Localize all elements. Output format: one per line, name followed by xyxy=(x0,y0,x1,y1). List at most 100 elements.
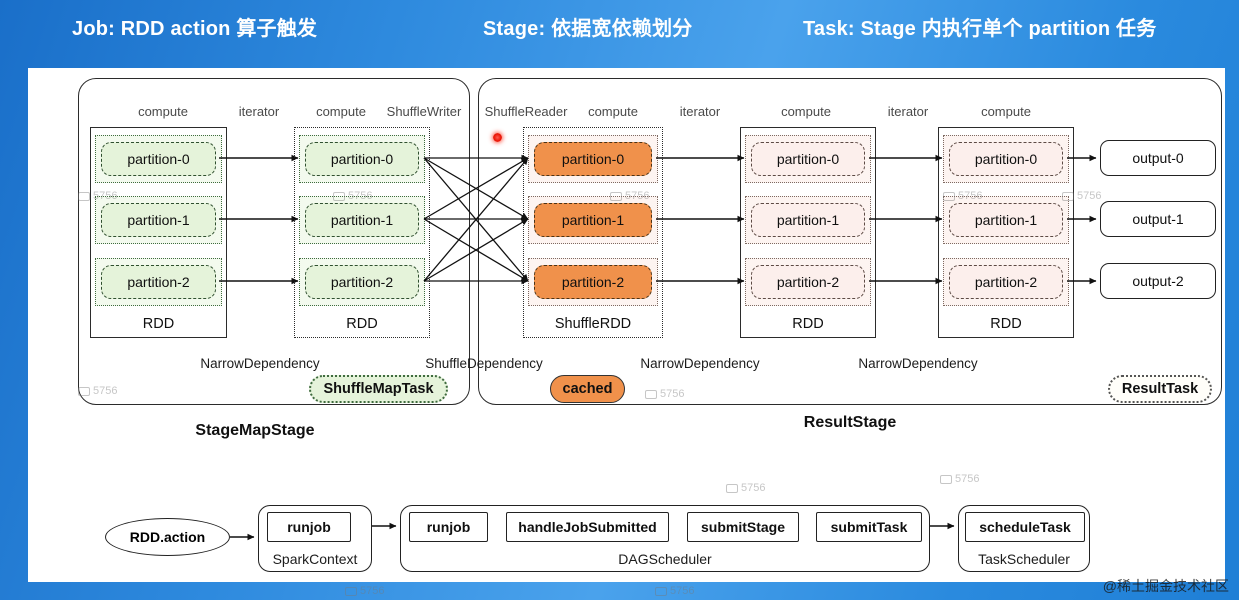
col-label-shufflewriter: ShuffleWriter xyxy=(386,104,462,119)
result-stage-label: ResultStage xyxy=(803,414,897,431)
col-label-compute-3: compute xyxy=(588,104,638,119)
col-label-iterator-3: iterator xyxy=(887,104,929,119)
col-label-iterator-1: iterator xyxy=(238,104,280,119)
partition-slot: partition-2 xyxy=(943,258,1069,306)
watermark-text: 5756 xyxy=(958,190,983,202)
partition-slot: partition-0 xyxy=(95,135,222,183)
tv-icon xyxy=(1062,191,1074,201)
tv-icon xyxy=(78,386,90,396)
partition-slot: partition-2 xyxy=(95,258,222,306)
result-task-badge: ResultTask xyxy=(1108,375,1212,403)
tv-icon xyxy=(645,389,657,399)
watermark: 5756 xyxy=(940,473,979,485)
partition-slot: partition-1 xyxy=(95,196,222,244)
col-label-compute-2: compute xyxy=(316,104,366,119)
handle-job-submitted-method: handleJobSubmitted xyxy=(506,512,669,542)
narrow-dependency-label-1: NarrowDependency xyxy=(200,356,320,371)
watermark-text: 5756 xyxy=(93,190,118,202)
rdd-action-node: RDD.action xyxy=(105,518,230,556)
watermark-text: 5756 xyxy=(625,190,650,202)
output-box-1: output-1 xyxy=(1100,201,1216,237)
partition-slot: partition-1 xyxy=(745,196,871,244)
watermark: 5756 xyxy=(78,190,117,202)
partition-slot: partition-2 xyxy=(745,258,871,306)
partition-slot: partition-1 xyxy=(528,196,658,244)
partition-box: partition-2 xyxy=(751,265,865,299)
partition-box: partition-0 xyxy=(949,142,1063,176)
submit-task-method: submitTask xyxy=(816,512,922,542)
watermark-text: 5756 xyxy=(93,385,118,397)
col-label-iterator-2: iterator xyxy=(679,104,721,119)
watermark-text: 5756 xyxy=(670,585,695,597)
rdd2-column: partition-0 partition-1 partition-2 RDD xyxy=(294,127,430,338)
dag-scheduler-label: DAGScheduler xyxy=(618,551,712,567)
rdd2-name: RDD xyxy=(346,316,378,332)
col-label-shufflereader: ShuffleReader xyxy=(484,104,568,119)
col-label-compute-4: compute xyxy=(781,104,831,119)
partition-box: partition-1 xyxy=(305,203,419,237)
partition-slot: partition-0 xyxy=(943,135,1069,183)
rdd5-column: partition-0 partition-1 partition-2 RDD xyxy=(938,127,1074,338)
partition-slot: partition-0 xyxy=(528,135,658,183)
output-box-2: output-2 xyxy=(1100,263,1216,299)
partition-slot: partition-2 xyxy=(528,258,658,306)
spark-context-box: runjob SparkContext xyxy=(258,505,372,572)
partition-box: partition-1 xyxy=(949,203,1063,237)
tv-icon xyxy=(726,483,738,493)
output-box-0: output-0 xyxy=(1100,140,1216,176)
runjob-method: runjob xyxy=(267,512,351,542)
partition-box: partition-1 xyxy=(101,203,216,237)
watermark-text: 5756 xyxy=(1077,190,1102,202)
header-job-label: Job: RDD action 算子触发 xyxy=(72,18,318,40)
partition-box: partition-2 xyxy=(949,265,1063,299)
partition-box: partition-0 xyxy=(534,142,652,176)
watermark: 5756 xyxy=(645,388,684,400)
partition-box: partition-1 xyxy=(751,203,865,237)
shuffle-map-task-badge: ShuffleMapTask xyxy=(309,375,448,403)
partition-slot: partition-1 xyxy=(299,196,425,244)
laser-pointer-dot xyxy=(493,133,502,142)
header-task-label: Task: Stage 内执行单个 partition 任务 xyxy=(803,18,1157,40)
runjob-method: runjob xyxy=(409,512,488,542)
spark-context-label: SparkContext xyxy=(272,551,358,567)
rdd4-column: partition-0 partition-1 partition-2 RDD xyxy=(740,127,876,338)
tv-icon xyxy=(943,191,955,201)
partition-slot: partition-1 xyxy=(943,196,1069,244)
task-scheduler-label: TaskScheduler xyxy=(978,551,1070,567)
partition-box: partition-2 xyxy=(305,265,419,299)
partition-slot: partition-2 xyxy=(299,258,425,306)
partition-box: partition-0 xyxy=(305,142,419,176)
shuffle-rdd-name: ShuffleRDD xyxy=(554,316,632,332)
watermark: 5756 xyxy=(78,385,117,397)
partition-slot: partition-0 xyxy=(299,135,425,183)
partition-box: partition-2 xyxy=(534,265,652,299)
header-stage-label: Stage: 依据宽依赖划分 xyxy=(483,18,693,40)
tv-icon xyxy=(345,586,357,596)
watermark: 5756 xyxy=(943,190,982,202)
watermark: 5756 xyxy=(333,190,372,202)
tv-icon xyxy=(610,191,622,201)
rdd4-name: RDD xyxy=(792,316,824,332)
watermark-text: 5756 xyxy=(348,190,373,202)
site-credit: @稀土掘金技术社区 xyxy=(1102,578,1229,594)
col-label-compute-5: compute xyxy=(981,104,1031,119)
partition-slot: partition-0 xyxy=(745,135,871,183)
cached-badge: cached xyxy=(550,375,625,403)
col-label-compute-1: compute xyxy=(138,104,188,119)
watermark-text: 5756 xyxy=(741,482,766,494)
shuffle-rdd-column: partition-0 partition-1 partition-2 Shuf… xyxy=(523,127,663,338)
watermark-text: 5756 xyxy=(660,388,685,400)
watermark: 5756 xyxy=(610,190,649,202)
diagram-panel: compute iterator compute ShuffleWriter S… xyxy=(28,68,1225,582)
watermark: 5756 xyxy=(726,482,765,494)
tv-icon xyxy=(78,191,90,201)
watermark-text: 5756 xyxy=(955,473,980,485)
watermark: 5756 xyxy=(655,585,694,597)
partition-box: partition-0 xyxy=(101,142,216,176)
shuffle-dependency-label: ShuffleDependency xyxy=(425,356,543,371)
watermark: 5756 xyxy=(345,585,384,597)
task-scheduler-box: scheduleTask TaskScheduler xyxy=(958,505,1090,572)
watermark-text: 5756 xyxy=(360,585,385,597)
narrow-dependency-label-2: NarrowDependency xyxy=(640,356,760,371)
tv-icon xyxy=(655,586,667,596)
